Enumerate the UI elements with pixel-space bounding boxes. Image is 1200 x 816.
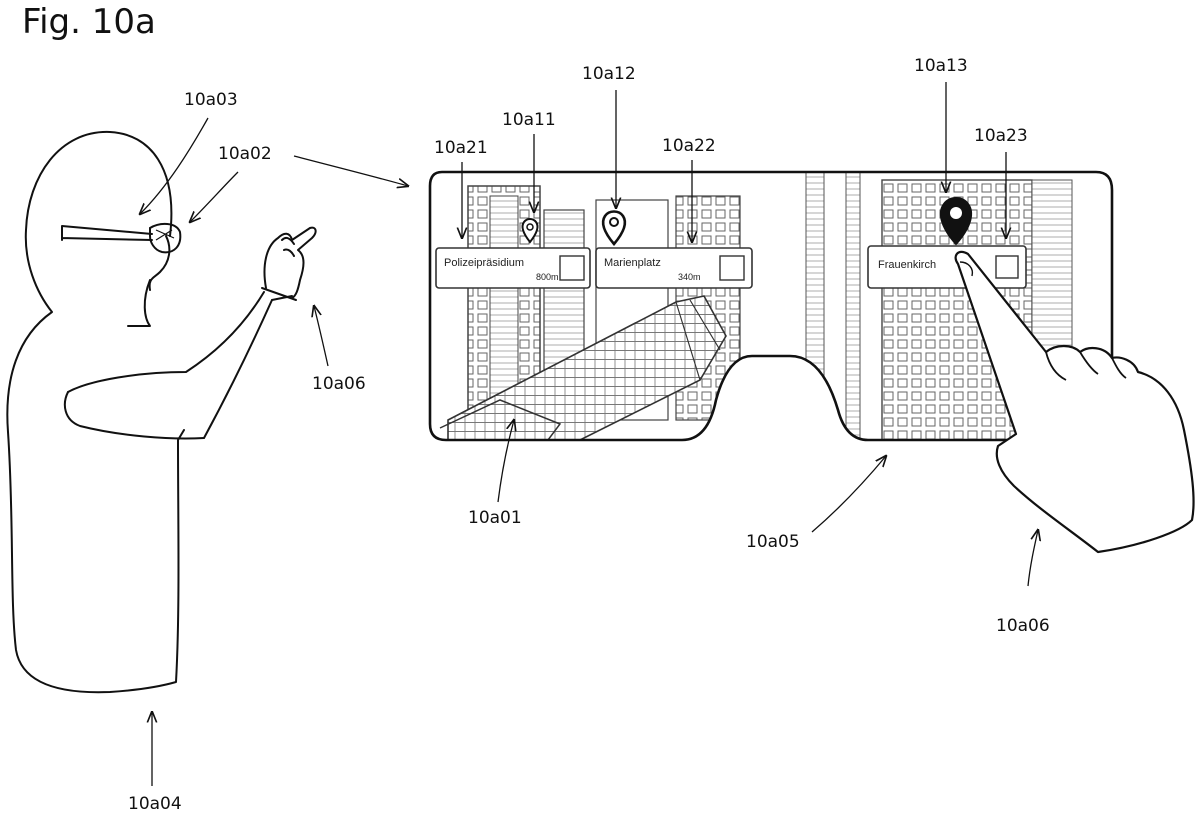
glasses-icon (149, 222, 182, 254)
pillar-right (845, 172, 861, 440)
ref-marker-left: 10a11 (502, 110, 556, 130)
arrow-10a06-user (314, 306, 329, 367)
figure-title: Fig. 10a (22, 2, 156, 42)
arrow-10a06-overlay (1027, 530, 1038, 587)
ref-glasses-view: 10a01 (468, 508, 522, 528)
foreground-ledge (439, 399, 562, 440)
user-nose-face (148, 235, 171, 291)
ref-label-middle: 10a22 (662, 136, 716, 156)
ref-hand-overlay: 10a06 (996, 616, 1050, 636)
arrow-10a02-glasses (293, 155, 408, 186)
user-glasses-temple (61, 225, 153, 241)
poi-name-marienplatz: Marienplatz (604, 257, 661, 269)
poi-card-frauenkirche: Frauenkirch (867, 245, 1027, 289)
ref-eye: 10a03 (184, 90, 238, 110)
user-arm-back (67, 291, 265, 393)
arrow-10a05 (811, 456, 886, 533)
poi-distance-polizei: 800m (536, 272, 559, 282)
arrow-10a01 (497, 420, 514, 503)
ref-display-frame: 10a05 (746, 532, 800, 552)
user-wrist (261, 287, 297, 301)
poi-name-frauenkirche: Frauenkirch (878, 259, 936, 271)
leader-arrows (140, 82, 1038, 786)
user-figure (6, 130, 317, 694)
location-pin-icon (521, 218, 539, 244)
checkbox-icon (559, 255, 585, 281)
ref-hand-user: 10a06 (312, 374, 366, 394)
checkbox-icon (719, 255, 745, 281)
user-neck-chin (127, 279, 151, 327)
arrow-10a03 (140, 117, 209, 214)
roof-pyramid (447, 295, 727, 440)
user-head-body-outline (6, 130, 185, 694)
pointing-hand-icon (954, 250, 1195, 554)
poi-card-polizei: Polizeipräsidium 800m (435, 247, 591, 289)
location-pin-icon (939, 197, 973, 246)
poi-card-marienplatz: Marienplatz 340m (595, 247, 753, 289)
ref-user: 10a04 (128, 794, 182, 814)
ref-label-right: 10a23 (974, 126, 1028, 146)
user-hand (263, 226, 317, 299)
user-arm-lower (203, 299, 273, 439)
ar-display: Polizeipräsidium 800m Marienplatz 340m F… (428, 170, 1195, 554)
checkbox-icon (995, 255, 1019, 279)
ref-marker-middle: 10a12 (582, 64, 636, 84)
arrow-10a02 (190, 171, 239, 222)
ref-marker-right: 10a13 (914, 56, 968, 76)
ref-label-left: 10a21 (434, 138, 488, 158)
pillar-left (805, 172, 825, 440)
location-pin-icon (601, 210, 627, 247)
poi-name-polizei: Polizeipräsidium (444, 257, 524, 269)
user-finger-lines (281, 236, 295, 257)
ref-glasses-device: 10a02 (218, 144, 272, 164)
building-tower-left-2 (489, 195, 519, 407)
user-arm-upper (63, 391, 205, 440)
poi-distance-marienplatz: 340m (678, 272, 701, 282)
